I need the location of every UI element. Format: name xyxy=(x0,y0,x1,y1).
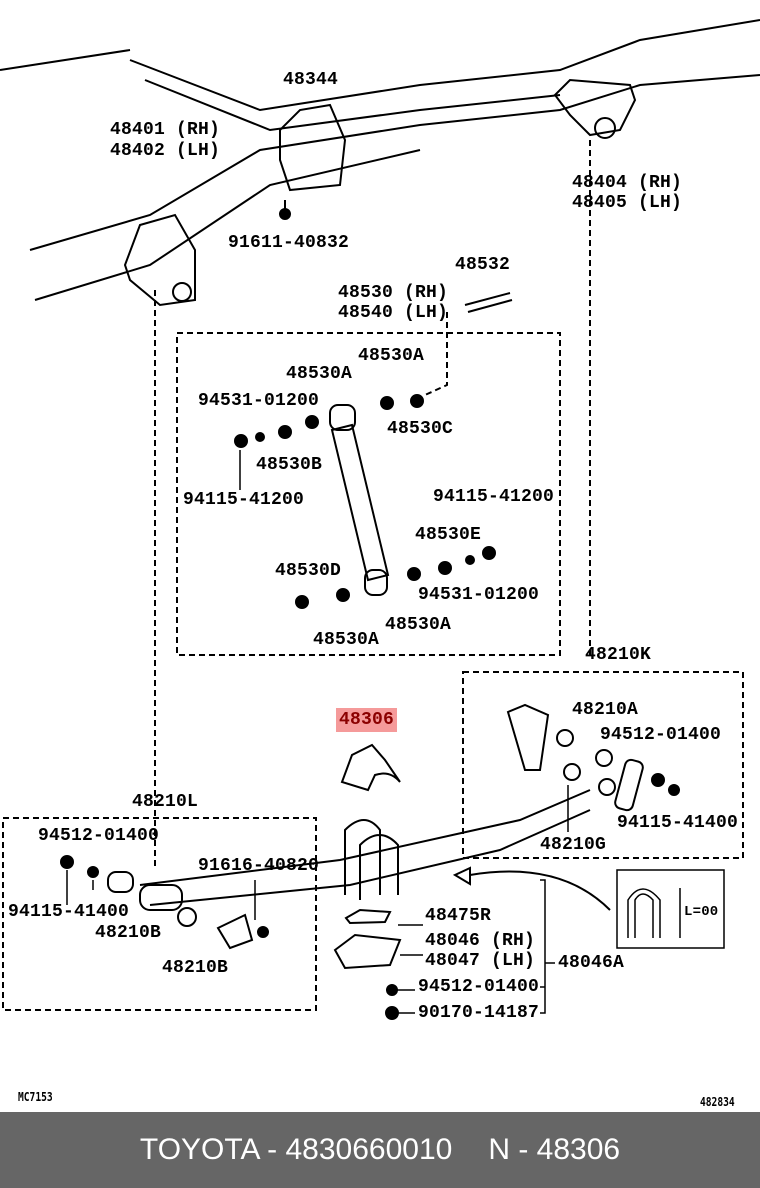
part-label[interactable]: 48047 (LH) xyxy=(425,951,536,971)
part-label[interactable]: 48401 (RH) xyxy=(110,120,221,140)
part-label[interactable]: 94531-01200 xyxy=(198,391,320,411)
part-label[interactable]: 48540 (LH) xyxy=(338,303,449,323)
inset-length-label: L=00 xyxy=(684,904,719,920)
diagram-artwork xyxy=(0,19,760,1020)
direction-arrow xyxy=(452,866,611,911)
part-label[interactable]: 48530A xyxy=(385,615,452,635)
part-label[interactable]: 48475R xyxy=(425,906,492,926)
part-label[interactable]: 48210B xyxy=(95,923,162,943)
part-label[interactable]: 94512-01400 xyxy=(600,725,722,745)
part-label[interactable]: 94115-41400 xyxy=(8,902,130,922)
frame-rail xyxy=(129,19,760,112)
frame-rail xyxy=(29,74,760,251)
footer-part-number: TOYOTA - 4830660010 xyxy=(139,1133,453,1166)
bracket-48344 xyxy=(279,103,347,192)
part-label[interactable]: 48210G xyxy=(540,835,607,855)
part-label[interactable]: 48530A xyxy=(358,346,425,366)
part-label[interactable]: 94115-41200 xyxy=(183,490,305,510)
part-label[interactable]: 90170-14187 xyxy=(418,1003,540,1023)
part-label[interactable]: 48210B xyxy=(162,958,229,978)
part-label[interactable]: 48402 (LH) xyxy=(110,141,221,161)
part-label[interactable]: 94512-01400 xyxy=(418,977,540,997)
shock-absorber xyxy=(329,404,390,596)
part-label[interactable]: 91611-40832 xyxy=(228,233,350,253)
bracket-48404 xyxy=(553,78,637,137)
part-label[interactable]: 48530B xyxy=(256,455,323,475)
part-label[interactable]: 48344 xyxy=(283,70,339,90)
highlighted-part-label[interactable]: 48306 xyxy=(336,708,398,732)
part-label[interactable]: 48530D xyxy=(275,561,342,581)
part-label[interactable]: 48046 (RH) xyxy=(425,931,536,951)
part-label[interactable]: 48530A xyxy=(286,364,353,384)
u-bolt-length-inset xyxy=(616,869,725,949)
u-bolt xyxy=(344,819,399,900)
shackle-48210A xyxy=(506,703,550,771)
frame-rail xyxy=(144,79,561,132)
part-label[interactable]: 48046A xyxy=(558,953,625,973)
diagram-ref: 482834 xyxy=(700,1095,735,1109)
frame-rail xyxy=(0,49,131,71)
bushings-48210 xyxy=(556,729,644,812)
leaf-spring xyxy=(149,809,591,906)
part-label[interactable]: 48405 (LH) xyxy=(572,193,683,213)
part-label[interactable]: 48530E xyxy=(415,525,482,545)
part-label[interactable]: 48530 (RH) xyxy=(338,283,449,303)
part-label[interactable]: 48532 xyxy=(455,255,511,275)
plate-48046 xyxy=(333,933,402,970)
part-label[interactable]: 48210A xyxy=(572,700,639,720)
part-label[interactable]: 48404 (RH) xyxy=(572,173,683,193)
part-label[interactable]: 91616-40820 xyxy=(198,856,320,876)
bracket-hole xyxy=(172,282,192,302)
footer-ref-number: N - 48306 xyxy=(488,1133,621,1166)
footer-bar: TOYOTA - 4830660010 N - 48306 xyxy=(0,1112,760,1188)
pad-48475R xyxy=(344,908,392,925)
part-label[interactable]: 94512-01400 xyxy=(38,826,160,846)
part-label[interactable]: 94115-41200 xyxy=(433,487,555,507)
diagram-code: MC7153 xyxy=(18,1090,53,1104)
bracket-48401 xyxy=(123,213,196,307)
part-label[interactable]: 94531-01200 xyxy=(418,585,540,605)
part-label[interactable]: 48530C xyxy=(387,419,454,439)
frame-rail xyxy=(34,149,421,301)
part-label[interactable]: 48530A xyxy=(313,630,380,650)
leaf-spring xyxy=(139,789,591,886)
part-label[interactable]: 94115-41400 xyxy=(617,813,739,833)
bushings-nuts xyxy=(234,394,496,609)
spring-bumper-48306 xyxy=(340,743,401,792)
part-label[interactable]: 48210K xyxy=(585,645,652,665)
bushings-48210B xyxy=(107,871,254,950)
part-label[interactable]: 48210L xyxy=(132,792,199,812)
